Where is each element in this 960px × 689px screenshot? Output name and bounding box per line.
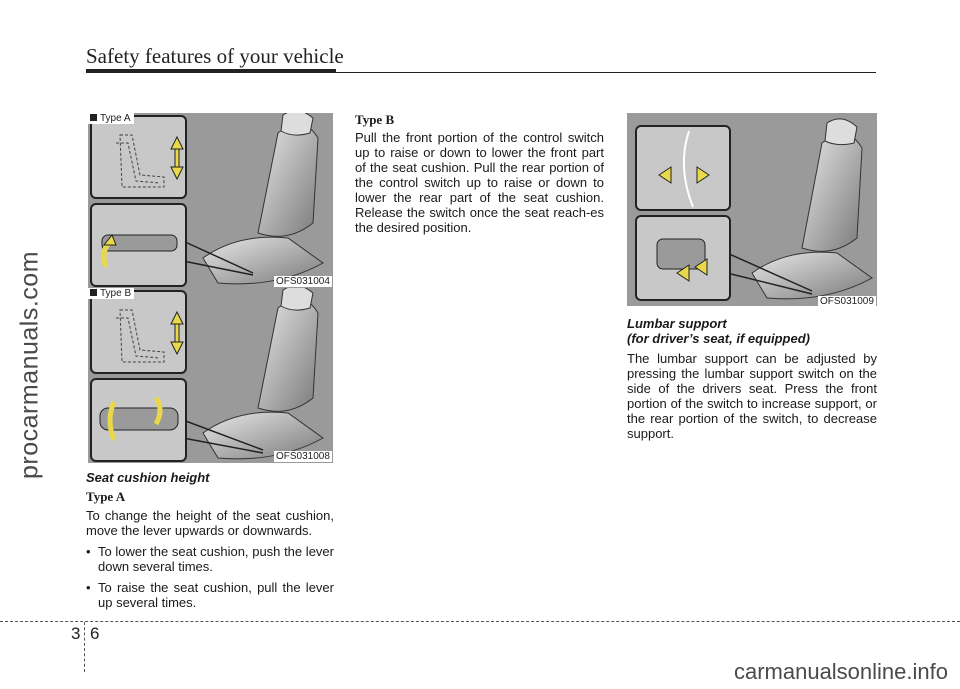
inset-lumbar-side-view xyxy=(635,125,731,211)
inset-switch-closeup xyxy=(90,378,187,462)
column-1-text: Seat cushion height Type A To change the… xyxy=(86,470,334,610)
seat-illustration xyxy=(726,118,873,300)
bullet-item: To raise the seat cushion, pull the leve… xyxy=(86,580,334,610)
type-b-heading: Type B xyxy=(355,112,395,127)
inset-seat-side-view xyxy=(90,290,187,374)
column-3-text: Lumbar support (for driver’s seat, if eq… xyxy=(627,316,877,441)
header-rule xyxy=(86,72,876,73)
paragraph: The lumbar support can be adjusted by pr… xyxy=(627,351,877,441)
seat-illustration xyxy=(182,113,324,285)
figure-tag-type-a: Type A xyxy=(88,113,134,124)
paragraph: Pull the front portion of the control sw… xyxy=(355,130,604,235)
page-number: 6 xyxy=(90,624,100,643)
header-rule-accent xyxy=(86,69,336,73)
section-subheading: (for driver’s seat, if equipped) xyxy=(627,331,811,346)
footer-divider xyxy=(84,622,85,672)
footer-watermark: carmanualsonline.info xyxy=(733,659,948,684)
inset-lumbar-switch xyxy=(635,215,731,301)
figure-code: OFS031008 xyxy=(274,451,332,462)
figure-seat-type-a xyxy=(88,113,333,288)
seat-illustration xyxy=(182,288,324,460)
side-watermark: procarmanuals.com xyxy=(15,250,44,480)
figure-lumbar-support xyxy=(627,113,877,306)
inset-lever-closeup xyxy=(90,203,187,287)
footer-rule xyxy=(0,621,960,622)
bullet-item: To lower the seat cushion, push the leve… xyxy=(86,544,334,574)
page-chapter-number: 3 xyxy=(71,624,81,643)
figure-tag-type-b: Type B xyxy=(88,288,135,299)
page-header-title: Safety features of your vehicle xyxy=(86,44,344,68)
type-a-heading: Type A xyxy=(86,489,126,504)
inset-seat-side-view xyxy=(90,115,187,199)
paragraph: To change the height of the seat cushion… xyxy=(86,508,334,538)
figure-code: OFS031009 xyxy=(818,296,876,307)
figure-code: OFS031004 xyxy=(274,276,332,287)
column-2-text: Type B Pull the front portion of the con… xyxy=(355,112,604,235)
figure-seat-type-b xyxy=(88,288,333,463)
square-bullet-icon xyxy=(90,289,97,296)
section-heading: Lumbar support xyxy=(627,316,727,331)
square-bullet-icon xyxy=(90,114,97,121)
section-heading: Seat cushion height xyxy=(86,470,210,485)
